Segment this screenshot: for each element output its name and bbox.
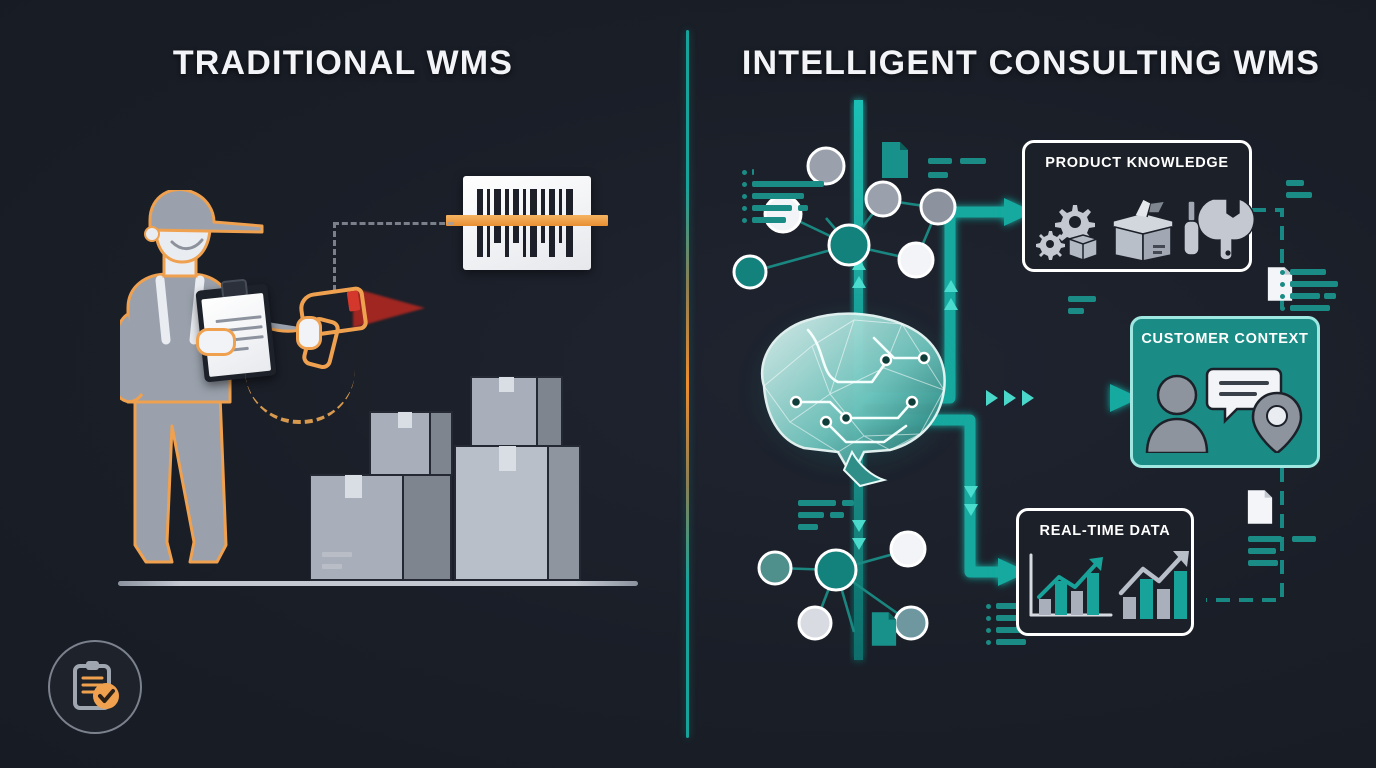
- screwdriver-icon: [1183, 200, 1200, 256]
- data-list-lines: [742, 168, 842, 226]
- wrench-icon: [1197, 198, 1255, 261]
- scan-line: [446, 215, 608, 226]
- network-graph-lower: [757, 530, 929, 641]
- card-product-knowledge[interactable]: PRODUCT KNOWLEDGE: [1022, 140, 1255, 272]
- worker-left-hand: [196, 328, 236, 356]
- open-box-icon: [1112, 198, 1174, 262]
- data-list-lines: [1068, 296, 1128, 326]
- clipboard-check-icon: [48, 640, 142, 734]
- cardboard-boxes-icon: [309, 372, 640, 584]
- card-customer-context-icons: [1133, 361, 1317, 455]
- person-icon: [1145, 374, 1209, 455]
- document-icon: [1247, 490, 1273, 524]
- card-real-time-data-icons: [1019, 549, 1191, 623]
- card-product-knowledge-icons: [1025, 197, 1255, 262]
- data-list-lines: [798, 500, 878, 534]
- document-icon: [882, 142, 908, 178]
- bar-chart-trend-icon: [1037, 557, 1103, 615]
- traditional-wms-panel: [0, 0, 686, 768]
- bar-chart-arrow-icon: [1118, 551, 1189, 619]
- card-product-knowledge-label: PRODUCT KNOWLEDGE: [1045, 155, 1229, 171]
- data-list-lines: [1286, 180, 1326, 210]
- intelligent-wms-panel: PRODUCT KNOWLEDGE: [686, 0, 1376, 768]
- data-list-lines: [928, 158, 998, 186]
- document-icon: [871, 612, 897, 646]
- page-title-traditional: TRADITIONAL WMS: [172, 44, 514, 82]
- scan-guide-dashes: [333, 222, 454, 291]
- scanner-cord: [245, 370, 355, 424]
- worker-right-hand: [296, 316, 322, 350]
- low-poly-ai-brain-icon: [734, 290, 974, 490]
- cube-icon: [1068, 234, 1098, 261]
- card-customer-context[interactable]: CUSTOMER CONTEXT: [1130, 316, 1320, 468]
- card-real-time-data[interactable]: REAL-TIME DATA: [1016, 508, 1194, 636]
- floor-line: [118, 581, 638, 586]
- page-title-intelligent: INTELLIGENT CONSULTING WMS: [741, 44, 1321, 82]
- location-pin-icon: [1251, 391, 1303, 455]
- data-list-lines: [1280, 268, 1364, 324]
- data-list-lines: [1248, 536, 1328, 576]
- scanner-beam: [353, 288, 425, 328]
- card-real-time-data-label: REAL-TIME DATA: [1039, 523, 1171, 539]
- panel-divider: [686, 30, 689, 738]
- card-customer-context-label: CUSTOMER CONTEXT: [1141, 331, 1309, 347]
